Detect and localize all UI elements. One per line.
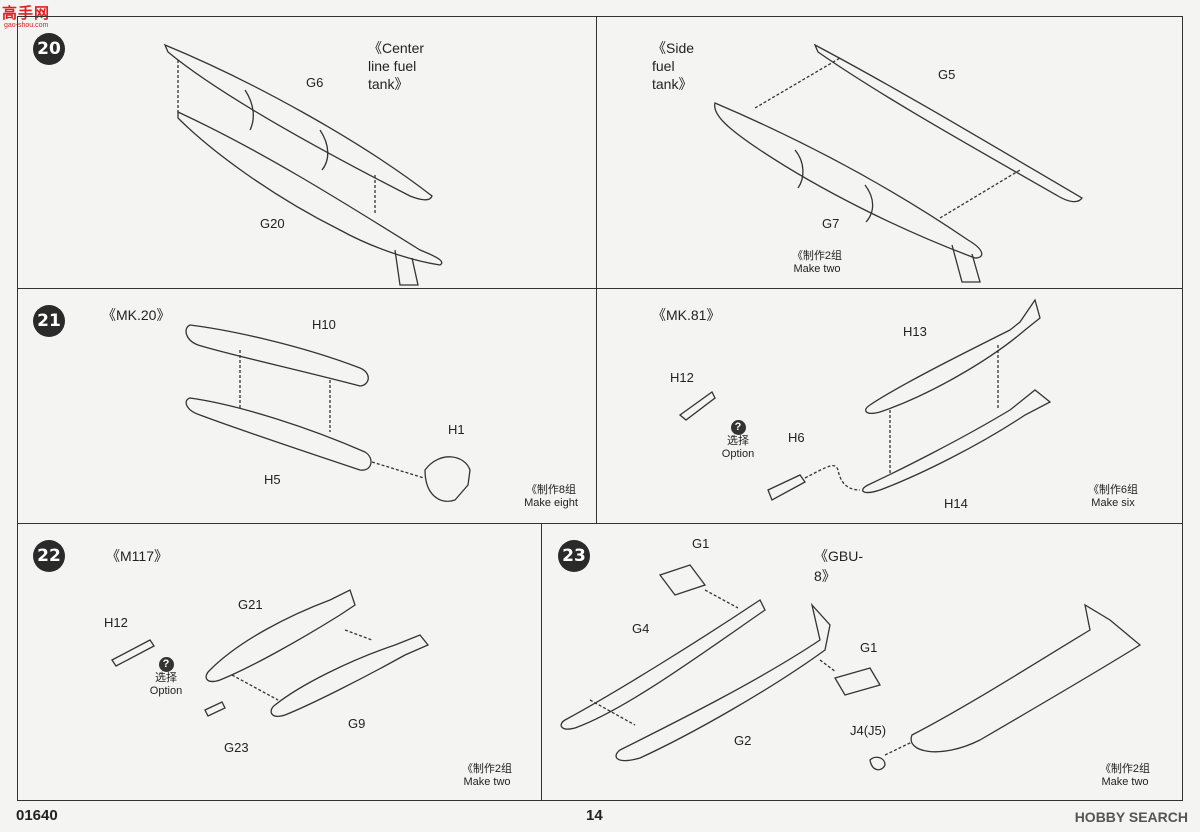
quantity-note: 《制作2组 Make two [461, 763, 513, 788]
question-mark-icon: ? [158, 657, 174, 672]
part-label: G2 [734, 733, 752, 748]
part-label: H12 [670, 370, 694, 385]
step-title: 《Side fuel tank》 [652, 40, 695, 92]
step-number: 21 [33, 305, 65, 337]
step-title: 《M117》 [106, 548, 168, 564]
step-title: 《MK.81》 [652, 307, 721, 323]
part-label: H14 [944, 496, 968, 511]
option-marker: ? 选择 Option [149, 657, 183, 697]
step-title: 《GBU-8》 [814, 548, 863, 584]
question-mark-icon: ? [730, 420, 746, 435]
kit-code: 01640 [16, 807, 58, 824]
part-label: G4 [632, 621, 650, 636]
watermark-url: gao-shou.com [4, 22, 49, 29]
part-label: G20 [260, 216, 285, 231]
part-label: H6 [788, 430, 805, 445]
part-label: H1 [448, 422, 465, 437]
part-label: G9 [348, 716, 366, 731]
quantity-note: 《制作6组 Make six [1087, 484, 1139, 509]
part-label: G1 [692, 536, 710, 551]
quantity-note: 《制作2组 Make two [791, 250, 843, 275]
watermark-logo: 高手网 [2, 5, 51, 22]
quantity-note: 《制作8组 Make eight [524, 484, 578, 509]
part-label: J4(J5) [850, 723, 887, 738]
step-number: 22 [33, 540, 65, 572]
part-label: H12 [104, 615, 128, 630]
quantity-note: 《制作2组 Make two [1099, 763, 1151, 788]
part-label: G7 [822, 216, 840, 231]
page-number: 14 [586, 807, 603, 824]
part-label: G1 [860, 640, 878, 655]
part-label: H5 [264, 472, 281, 487]
part-label: H13 [903, 324, 927, 339]
source-watermark: HOBBY SEARCH [1074, 809, 1188, 825]
step-number: 23 [558, 540, 590, 572]
step-number: 20 [33, 33, 65, 65]
step-title: 《Center line fuel tank》 [368, 40, 425, 92]
part-label: G23 [224, 740, 249, 755]
part-label: H10 [312, 317, 336, 332]
part-label: G5 [938, 67, 956, 82]
part-label: G21 [238, 597, 263, 612]
part-label: G6 [306, 75, 324, 90]
option-marker: ? 选择 Option [721, 420, 755, 460]
step-title: 《MK.20》 [102, 307, 171, 323]
